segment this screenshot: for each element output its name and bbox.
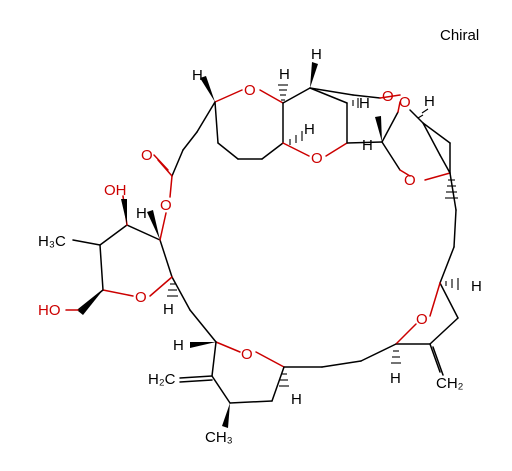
atom-labels: O O O O O O O O O O OH HO H₃C CH₃ H₂C CH… — [38, 46, 482, 446]
hydroxyl-label: HO — [38, 302, 61, 319]
hydrogen-label: H — [359, 95, 370, 112]
oxygen-label: O — [244, 82, 256, 99]
methyl-label: H₃C — [38, 233, 66, 250]
hydrogen-label: H — [192, 67, 203, 84]
carbonyl-oxygen-label: O — [141, 147, 153, 164]
methylene-label: CH₂ — [436, 375, 464, 392]
oxygen-label: O — [416, 311, 428, 328]
hydrogen-label: H — [136, 205, 147, 222]
oxygen-label: O — [311, 150, 323, 167]
hydrogen-label: H — [291, 391, 302, 408]
hydroxyl-label: OH — [104, 182, 127, 199]
oxygen-label: O — [241, 346, 253, 363]
hydrogen-label: H — [304, 121, 315, 138]
hydrogen-label: H — [163, 301, 174, 318]
methylene-label: H₂C — [148, 371, 176, 388]
hydrogen-label: H — [362, 137, 373, 154]
hydrogen-label: H — [279, 66, 290, 83]
chiral-label: Chiral — [440, 27, 479, 44]
stereo-hashes — [167, 84, 459, 387]
oxygen-label: O — [399, 94, 411, 111]
hydrogen-label: H — [311, 46, 322, 63]
stereo-wedges — [78, 62, 382, 428]
oxygen-label: O — [382, 88, 394, 105]
hydrogen-label: H — [424, 93, 435, 110]
oxygen-label: O — [135, 289, 147, 306]
hydrogen-label: H — [390, 370, 401, 387]
methyl-label: CH₃ — [205, 429, 233, 446]
hydrogen-label: H — [471, 278, 482, 295]
bond-network — [65, 87, 459, 404]
oxygen-label: O — [160, 197, 172, 214]
oxygen-label: O — [404, 172, 416, 189]
hydrogen-label: H — [173, 337, 184, 354]
